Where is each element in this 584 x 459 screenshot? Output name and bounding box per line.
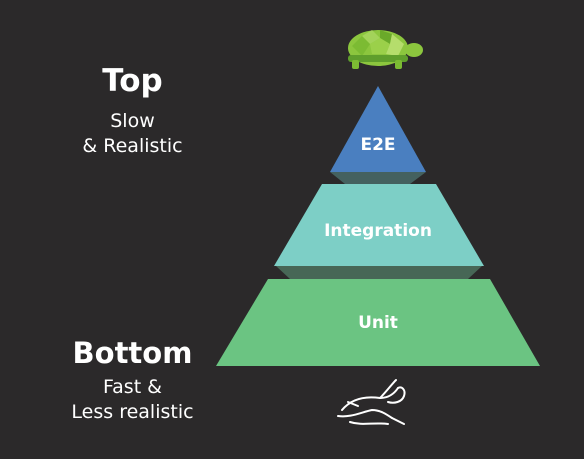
- layer-integration: [274, 184, 484, 266]
- connector-e2e-integration: [330, 172, 426, 184]
- layer-label-unit: Unit: [358, 313, 398, 333]
- top-heading: Top: [102, 63, 163, 99]
- bottom-description: Fast & Less realistic: [71, 376, 194, 423]
- layer-unit: [216, 279, 540, 366]
- layer-e2e: [330, 86, 426, 172]
- turtle-icon: [348, 30, 423, 69]
- layer-label-e2e: E2E: [360, 135, 396, 155]
- layer-label-integration: Integration: [324, 221, 432, 241]
- bottom-heading: Bottom: [72, 336, 193, 370]
- rabbit-icon: [337, 379, 406, 425]
- top-description: Slow & Realistic: [82, 110, 183, 157]
- connector-integration-unit: [276, 266, 482, 279]
